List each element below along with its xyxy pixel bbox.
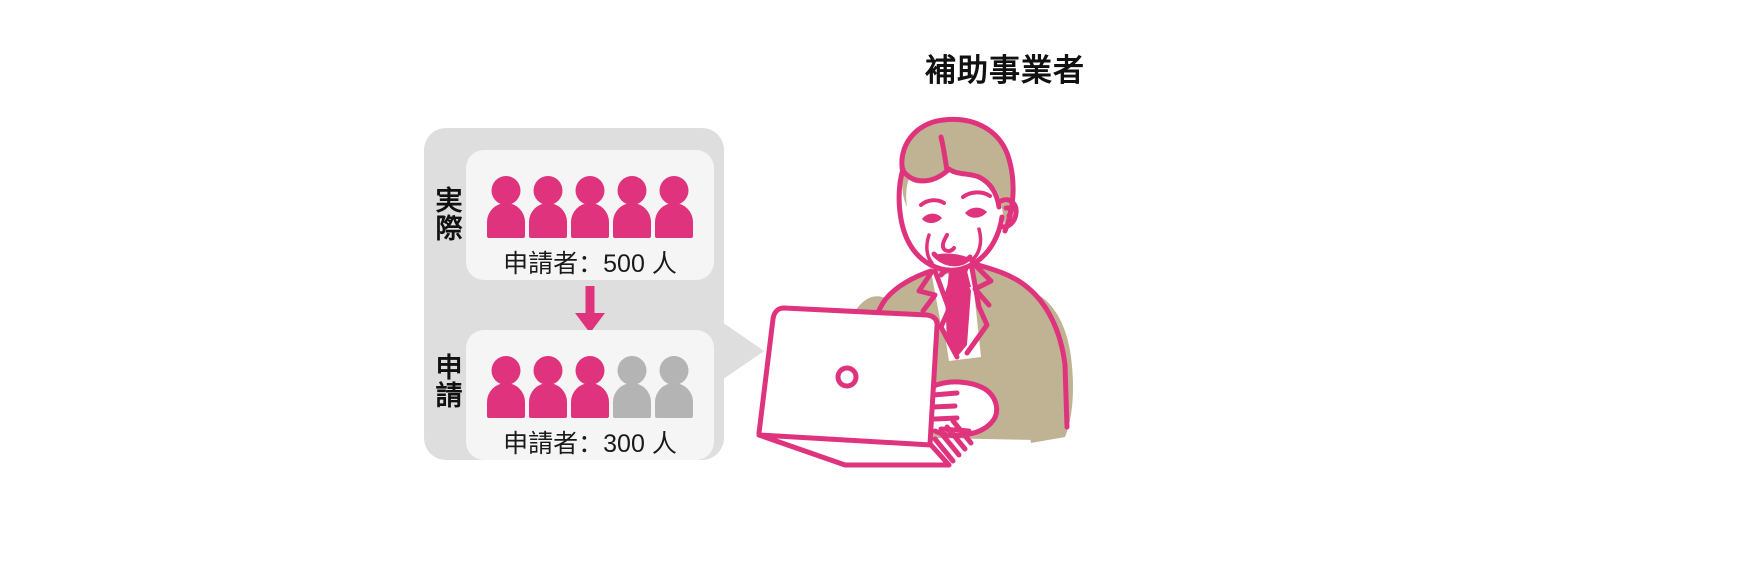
person-icon-pink bbox=[487, 356, 525, 418]
card-actual: 申請者：500 人 bbox=[466, 150, 714, 280]
person-icon-body bbox=[613, 383, 651, 418]
person-icon-body bbox=[571, 203, 609, 238]
person-icon-gray bbox=[655, 356, 693, 418]
person-icon-head bbox=[659, 176, 689, 205]
person-icon-body bbox=[529, 383, 567, 418]
person-icon-body bbox=[571, 383, 609, 418]
row-label-applied: 申 請 bbox=[427, 353, 471, 411]
down-arrow-icon bbox=[574, 286, 606, 334]
caption-actual: 申請者：500 人 bbox=[503, 250, 677, 278]
caption-applied: 申請者：300 人 bbox=[503, 430, 677, 458]
person-icon-head bbox=[617, 176, 647, 205]
row-label-applied-char-0: 申 bbox=[435, 353, 463, 383]
figure-group-applied bbox=[472, 348, 708, 418]
person-icon-pink bbox=[529, 176, 567, 238]
person-icon-head bbox=[533, 356, 563, 385]
person-icon-head bbox=[491, 176, 521, 205]
person-icon-body bbox=[487, 203, 525, 238]
person-icon-head bbox=[617, 356, 647, 385]
row-label-actual-char-0: 実 bbox=[435, 186, 463, 216]
person-icon-head bbox=[575, 176, 605, 205]
person-icon-body bbox=[655, 383, 693, 418]
person-icon-body bbox=[487, 383, 525, 418]
person-icon-head bbox=[491, 356, 521, 385]
person-icon-head bbox=[659, 356, 689, 385]
row-label-actual-char-1: 際 bbox=[435, 213, 463, 244]
panel-pointer-triangle bbox=[722, 322, 764, 380]
person-icon-pink bbox=[571, 356, 609, 418]
row-label-applied-char-1: 請 bbox=[435, 380, 463, 411]
person-icon-pink bbox=[571, 176, 609, 238]
businessman-illustration bbox=[735, 95, 1155, 475]
page-title: 補助事業者 bbox=[925, 53, 1085, 88]
person-icon-head bbox=[533, 176, 563, 205]
person-icon-pink bbox=[655, 176, 693, 238]
person-icon-body bbox=[655, 203, 693, 238]
person-icon-pink bbox=[487, 176, 525, 238]
card-applied: 申請者：300 人 bbox=[466, 330, 714, 460]
figure-group-actual bbox=[472, 168, 708, 238]
person-icon-pink bbox=[529, 356, 567, 418]
person-icon-head bbox=[575, 356, 605, 385]
person-icon-body bbox=[529, 203, 567, 238]
person-icon-pink bbox=[613, 176, 651, 238]
person-icon-gray bbox=[613, 356, 651, 418]
person-icon-body bbox=[613, 203, 651, 238]
row-label-actual: 実 際 bbox=[427, 186, 471, 244]
